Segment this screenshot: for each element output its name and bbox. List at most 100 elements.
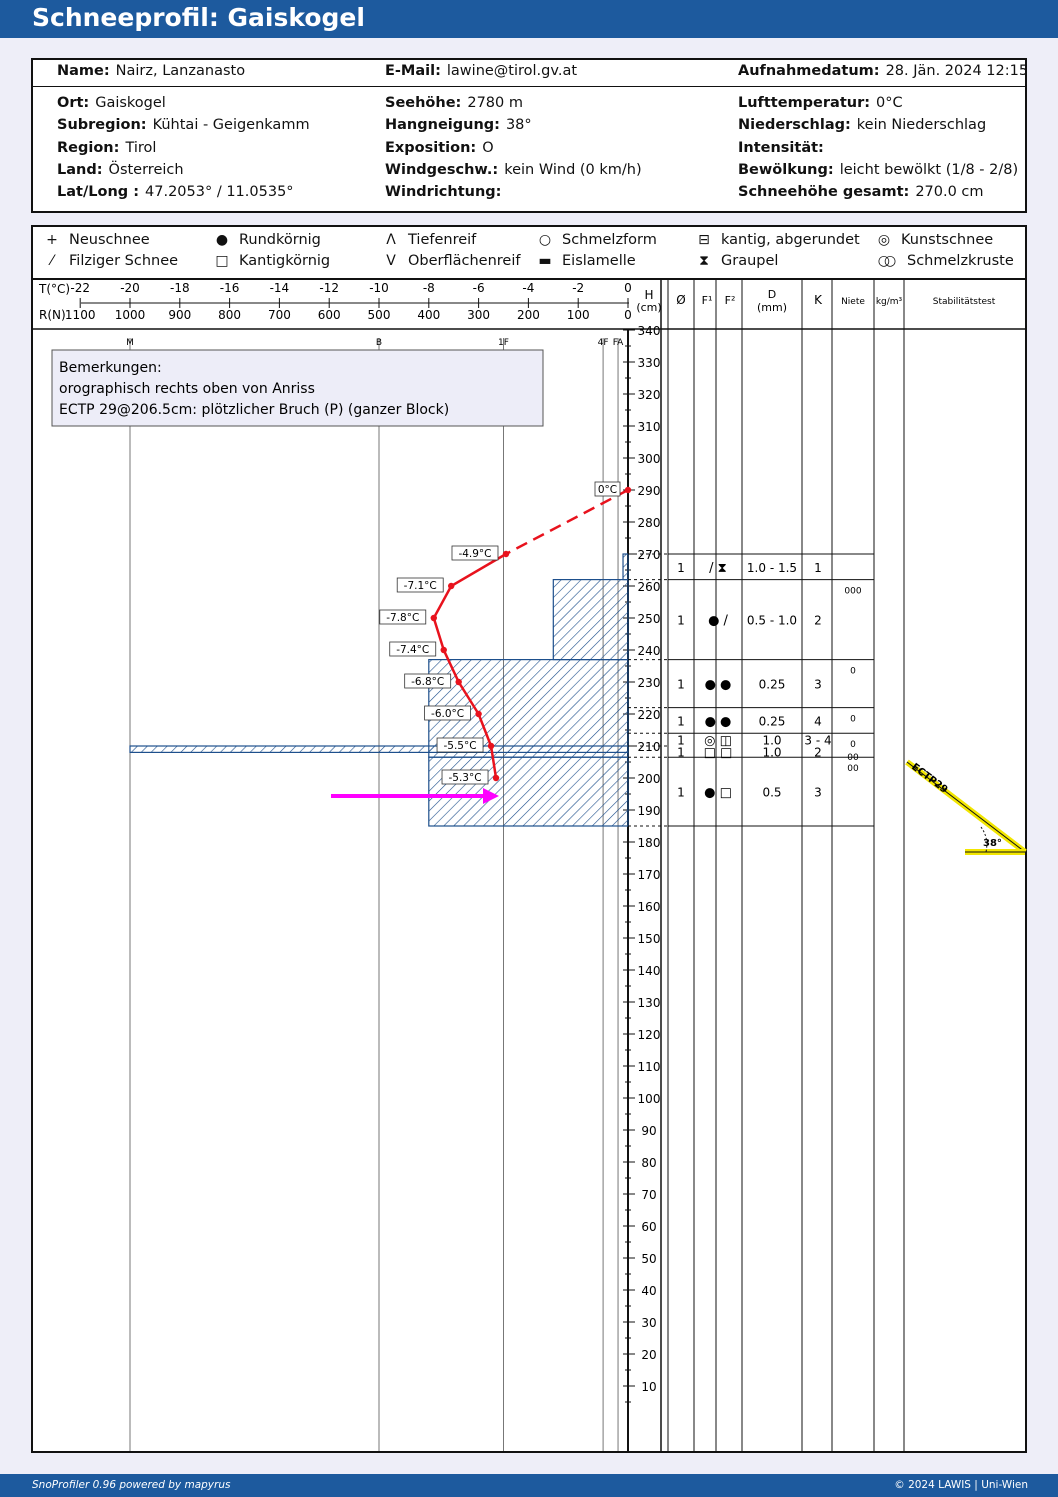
h-tick-label: 50 xyxy=(641,1252,656,1266)
h-tick-label: 220 xyxy=(638,708,661,722)
col-d: D xyxy=(768,288,776,301)
subregion-field: Subregion:Kühtai - Geigenkamm xyxy=(57,117,310,133)
temp-air-segment xyxy=(505,488,629,556)
col-diam: Ø xyxy=(676,293,685,307)
plus-icon: + xyxy=(46,232,58,248)
layer-grain-shape: ● ● xyxy=(705,714,732,729)
r-tick-label: 600 xyxy=(318,308,341,322)
h-tick-label: 290 xyxy=(638,484,661,498)
t-tick-label: -10 xyxy=(369,281,389,295)
footer-left: SnoProfiler 0.96 powered by mapyrus xyxy=(32,1479,231,1491)
page-title: Schneeprofil: Gaiskogel xyxy=(32,3,365,32)
hangneigung-field: Hangneigung:38° xyxy=(385,117,532,133)
col-f2: F² xyxy=(725,294,736,307)
h-tick-label: 170 xyxy=(638,868,661,882)
melt-crust-icon: ○○ xyxy=(877,253,896,269)
t-tick-label: -20 xyxy=(120,281,140,295)
h-tick-label: 180 xyxy=(638,836,661,850)
hardness-layer xyxy=(622,553,629,581)
h-tick-label: 240 xyxy=(638,644,661,658)
remarks-title: Bemerkungen: xyxy=(59,360,162,376)
layer-niete: 000 xyxy=(844,587,861,597)
t-axis-label: T(°C) xyxy=(38,282,70,296)
legend-eislamelle: ▬Eislamelle xyxy=(534,253,635,269)
windrichtung-field: Windrichtung: xyxy=(385,184,502,200)
filled-circle-icon: ● xyxy=(215,232,229,248)
layer-diam: 1 xyxy=(677,561,685,575)
caret-down-icon: V xyxy=(386,253,396,269)
temp-point xyxy=(448,582,455,590)
h-tick-label: 70 xyxy=(641,1188,656,1202)
h-tick-label: 280 xyxy=(638,516,661,530)
layer-grain-size: 0.25 xyxy=(759,678,786,692)
hardness-layer xyxy=(428,756,629,827)
legend-schmelzform: ○Schmelzform xyxy=(534,232,657,248)
h-tick-label: 270 xyxy=(638,548,661,562)
layer-table: Ø F¹ F² D (mm) K Niete kg/m³ Stabilitäts… xyxy=(667,279,996,1451)
h-tick-label: 40 xyxy=(641,1284,656,1298)
layer-niete: 00 xyxy=(847,753,859,763)
chart-frame xyxy=(31,278,1027,1453)
layer-grain-size: 0.5 - 1.0 xyxy=(747,614,797,628)
title-bar: Schneeprofil: Gaiskogel xyxy=(0,0,1058,38)
h-tick-label: 150 xyxy=(638,932,661,946)
legend-neuschnee: +Neuschnee xyxy=(41,232,150,248)
h-tick-label: 320 xyxy=(638,388,661,402)
hardness-layer xyxy=(552,579,629,661)
remarks-line1: orographisch rechts oben von Anriss xyxy=(59,381,315,397)
temp-label: -7.8°C xyxy=(386,612,419,624)
legend-kantig-abgerundet: ⊟kantig, abgerundet xyxy=(693,232,860,248)
intensitaet-field: Intensität: xyxy=(738,140,824,156)
latlong-field: Lat/Long :47.2053° / 11.0535° xyxy=(57,184,294,200)
r-tick-label: 500 xyxy=(368,308,391,322)
temp-point xyxy=(430,614,437,622)
layer-grain-size: 0.25 xyxy=(759,714,786,728)
h-tick-label: 60 xyxy=(641,1220,656,1234)
r-tick-label: 800 xyxy=(218,308,241,322)
t-tick-label: -22 xyxy=(70,281,90,295)
hardness-tick-label: B xyxy=(376,338,382,348)
email-field: E-Mail:lawine@tirol.gv.at xyxy=(385,63,578,79)
t-tick-label: 0 xyxy=(624,281,632,295)
layer-grain-shape: ● □ xyxy=(704,786,732,801)
layer-hardness: 2 xyxy=(814,614,822,628)
schneehoehe-field: Schneehöhe gesamt:270.0 cm xyxy=(738,184,984,200)
seehoehe-field: Seehöhe:2780 m xyxy=(385,95,523,111)
t-tick-label: -8 xyxy=(423,281,435,295)
h-tick-label: 330 xyxy=(638,356,661,370)
weak-layer-marker xyxy=(331,788,499,804)
layer-hardness: 2 xyxy=(814,746,822,760)
bullseye-icon: ◎ xyxy=(877,232,891,248)
name-field: Name:Nairz, Lanzanasto xyxy=(57,63,246,79)
h-axis-unit: (cm) xyxy=(636,301,661,314)
h-tick-label: 10 xyxy=(641,1380,656,1394)
legend-kunstschnee: ◎Kunstschnee xyxy=(873,232,993,248)
r-tick-label: 300 xyxy=(467,308,490,322)
t-tick-label: -6 xyxy=(473,281,485,295)
h-tick-label: 120 xyxy=(638,1028,661,1042)
hardness-tick-label: FA xyxy=(613,338,624,348)
layer-diam: 1 xyxy=(677,714,685,728)
temp-point xyxy=(502,550,510,558)
h-tick-label: 230 xyxy=(638,676,661,690)
legend-kantigkoernig: □Kantigkörnig xyxy=(211,253,330,269)
footer-right: © 2024 LAWIS | Uni-Wien xyxy=(894,1479,1028,1491)
r-tick-label: 700 xyxy=(268,308,291,322)
region-field: Region:Tirol xyxy=(57,140,157,156)
r-axis-label: R(N) xyxy=(39,308,66,322)
col-d-unit: (mm) xyxy=(757,301,787,314)
slash-icon: ⁄ xyxy=(50,253,54,269)
temp-point xyxy=(475,710,482,718)
open-circle-icon: ○ xyxy=(538,232,552,248)
layer-hardness: 3 xyxy=(814,786,822,800)
layer-hardness: 4 xyxy=(814,714,822,728)
layer-diam: 1 xyxy=(677,614,685,628)
layer-diam: 1 xyxy=(677,734,685,748)
col-f1: F¹ xyxy=(702,294,713,307)
layer-diam: 1 xyxy=(677,678,685,692)
temp-label: -4.9°C xyxy=(458,548,491,560)
h-tick-label: 30 xyxy=(641,1316,656,1330)
legend-rundkoernig: ●Rundkörnig xyxy=(211,232,321,248)
temp-label: -6.8°C xyxy=(411,676,444,688)
